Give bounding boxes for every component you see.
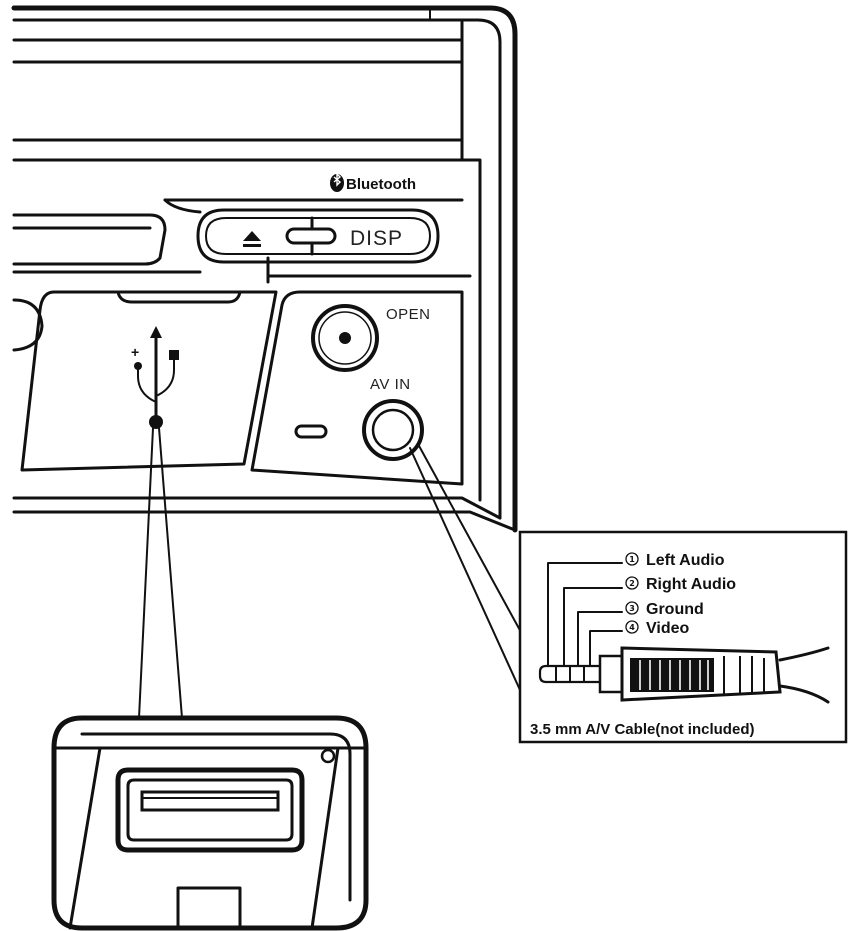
display-slot bbox=[12, 213, 167, 266]
av-in-jack[interactable] bbox=[362, 399, 424, 461]
control-strip bbox=[12, 198, 472, 284]
av-in-label: AV IN bbox=[370, 376, 411, 393]
pin-2-label: Right Audio bbox=[646, 576, 736, 593]
pin-1-label: Left Audio bbox=[646, 552, 725, 569]
pin-ground: 3 Ground bbox=[625, 601, 704, 618]
usb-flap bbox=[20, 290, 278, 472]
usb-icon: + bbox=[131, 326, 179, 429]
usb-flap-tab bbox=[116, 290, 242, 304]
av-callout-lines bbox=[409, 443, 523, 691]
housing-inner-edge bbox=[12, 18, 502, 520]
usb-plus-sign: + bbox=[131, 344, 139, 360]
usb-port-closeup bbox=[51, 715, 369, 931]
disc-slot bbox=[12, 7, 464, 162]
svg-text:4: 4 bbox=[629, 623, 635, 632]
disp-label: DISP bbox=[350, 227, 403, 250]
side-bevel bbox=[460, 158, 482, 502]
pin-left-audio: 1 Left Audio bbox=[625, 552, 725, 569]
eject-icon bbox=[243, 231, 261, 247]
open-button[interactable] bbox=[311, 304, 379, 372]
usb-port[interactable] bbox=[115, 767, 305, 853]
bluetooth-logo: Bluetooth bbox=[330, 172, 416, 193]
head-unit-faceplate: Bluetooth DISP bbox=[11, 5, 518, 533]
bluetooth-label: Bluetooth bbox=[346, 176, 416, 193]
av-plug bbox=[538, 646, 830, 704]
svg-text:2: 2 bbox=[629, 579, 635, 588]
pin-video: 4 Video bbox=[625, 620, 690, 637]
usb-callout-lines bbox=[138, 427, 183, 719]
indicator-led bbox=[294, 424, 328, 439]
bluetooth-icon bbox=[330, 172, 344, 192]
housing-outline bbox=[11, 5, 518, 533]
open-label: OPEN bbox=[386, 306, 431, 323]
volume-knob-fragment bbox=[12, 298, 44, 352]
av-cable-callout-box bbox=[518, 530, 848, 744]
pin-3-label: Ground bbox=[646, 601, 704, 618]
av-panel bbox=[250, 290, 464, 486]
faceplate-bottom bbox=[12, 496, 502, 520]
svg-text:1: 1 bbox=[629, 555, 635, 564]
av-cable-callout: 1 Left Audio 2 Right Audio 3 Ground 4 Vi… bbox=[518, 530, 848, 744]
pin-right-audio: 2 Right Audio bbox=[625, 576, 736, 593]
svg-text:3: 3 bbox=[629, 604, 635, 613]
pin-4-label: Video bbox=[646, 620, 690, 637]
eject-disp-button[interactable]: DISP bbox=[196, 208, 440, 264]
av-cable-caption: 3.5 mm A/V Cable(not included) bbox=[530, 721, 754, 738]
usb-closeup-frame bbox=[51, 715, 369, 931]
